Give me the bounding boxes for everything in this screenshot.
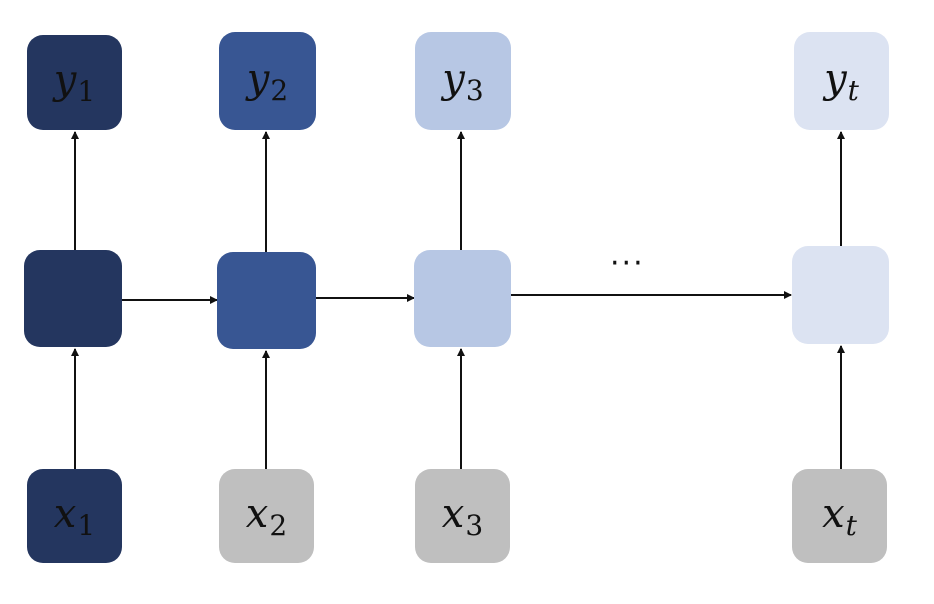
output-label-1: y1 xyxy=(53,57,96,108)
hidden-node-t xyxy=(792,246,889,344)
input-node-3: x3 xyxy=(415,469,510,563)
hidden-node-2 xyxy=(217,252,316,349)
input-label-1: x1 xyxy=(53,490,96,542)
hidden-node-1 xyxy=(24,250,122,347)
input-node-1: x1 xyxy=(27,469,122,563)
input-label-3: x3 xyxy=(441,490,484,542)
output-label-t: yt xyxy=(824,55,859,107)
hidden-node-3 xyxy=(414,250,511,347)
input-node-2: x2 xyxy=(219,469,314,563)
ellipsis: ··· xyxy=(610,246,645,281)
output-node-1: y1 xyxy=(27,35,122,130)
input-node-t: xt xyxy=(792,469,887,563)
output-node-3: y3 xyxy=(415,32,511,130)
output-label-2: y2 xyxy=(246,55,289,107)
input-label-2: x2 xyxy=(245,490,288,542)
output-node-t: yt xyxy=(794,32,889,130)
output-node-2: y2 xyxy=(219,32,316,130)
input-label-t: xt xyxy=(822,490,857,542)
output-label-3: y3 xyxy=(442,55,484,107)
